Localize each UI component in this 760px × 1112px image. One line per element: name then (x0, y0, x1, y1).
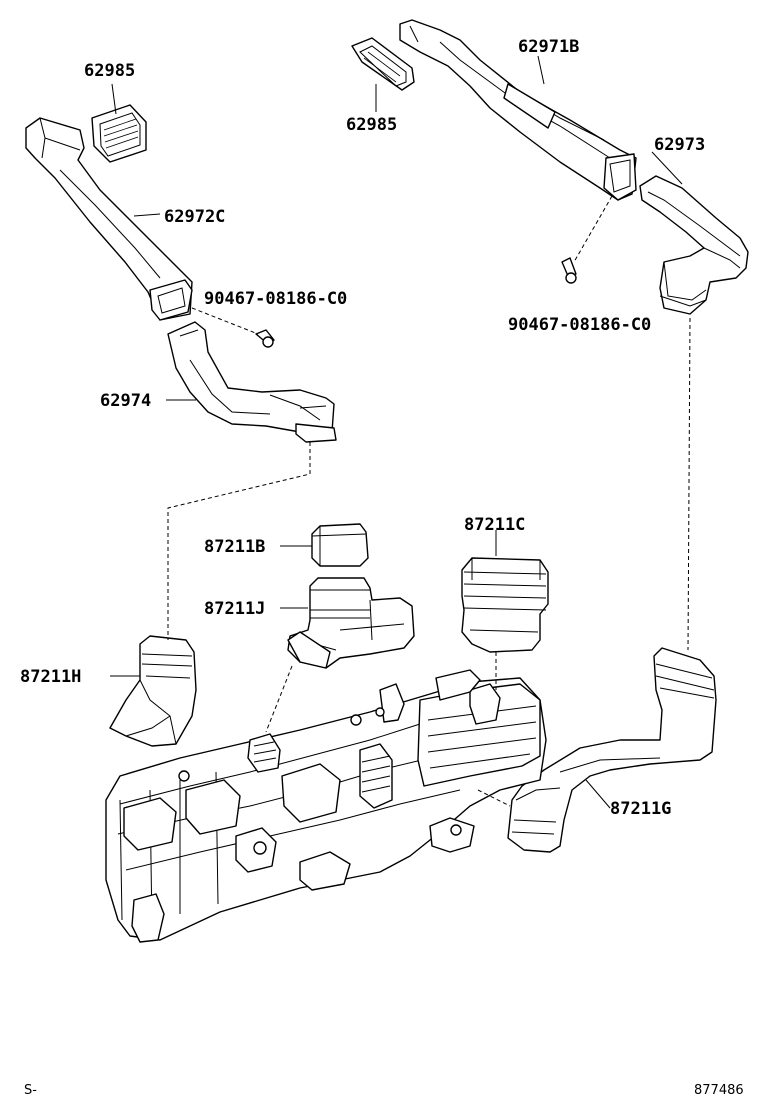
grille-62985-left (91, 104, 147, 163)
footer-left-code: S- (24, 1083, 37, 1098)
label-62973: 62973 (654, 135, 705, 155)
label-87211h: 87211H (20, 667, 81, 687)
duct-87211j (287, 577, 415, 669)
heater-unit-assembly (105, 669, 547, 943)
screw-right (561, 257, 577, 284)
label-87211c: 87211C (464, 515, 525, 535)
label-62985-left: 62985 (84, 61, 135, 81)
duct-87211g (507, 647, 717, 853)
label-62974: 62974 (100, 391, 151, 411)
label-screw-right: 90467-08186-C0 (508, 315, 651, 335)
label-screw-left: 90467-08186-C0 (204, 289, 347, 309)
duct-87211b (311, 523, 369, 567)
duct-87211c (461, 557, 549, 653)
duct-62973 (639, 175, 749, 315)
label-87211g: 87211G (610, 799, 671, 819)
duct-62972c (25, 117, 193, 321)
duct-87211h (109, 635, 197, 747)
connection-lines (167, 195, 691, 807)
label-87211b: 87211B (204, 537, 265, 557)
grille-62985-right (351, 37, 415, 91)
duct-62974 (167, 321, 337, 443)
leader-lines (110, 55, 683, 809)
screw-left (255, 329, 275, 348)
label-87211j: 87211J (204, 599, 265, 619)
label-62971b: 62971B (518, 37, 579, 57)
label-62985-right: 62985 (346, 115, 397, 135)
duct-62971b (399, 19, 637, 201)
label-62972c: 62972C (164, 207, 225, 227)
footer-right-code: 877486 (694, 1083, 744, 1098)
